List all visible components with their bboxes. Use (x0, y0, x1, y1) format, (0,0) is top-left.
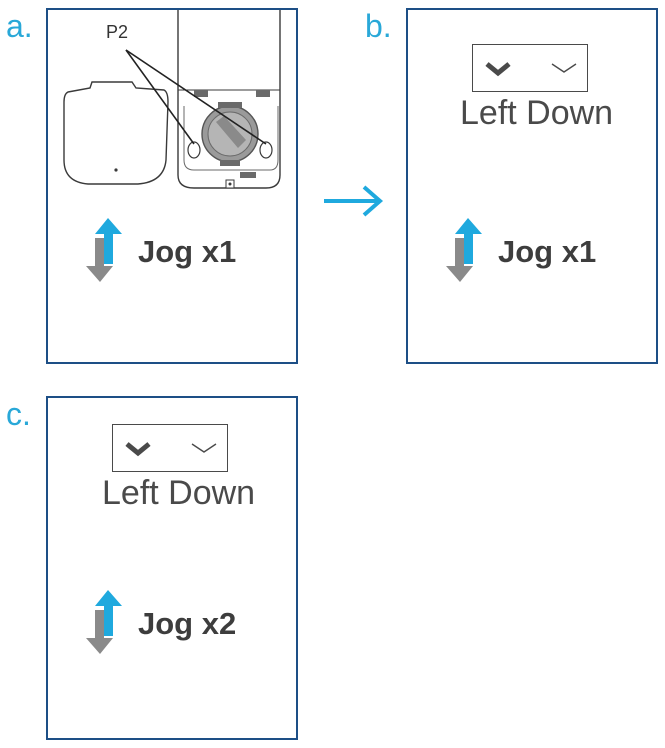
battery-cover (63, 81, 169, 185)
step-b-jog-label: Jog x1 (498, 234, 597, 269)
device-illustration (63, 10, 281, 189)
step-c-letter: c. (6, 396, 31, 432)
step-c-jog-label: Jog x2 (138, 606, 237, 641)
step-a-letter: a. (6, 8, 33, 44)
chevron-down-thin-icon (191, 443, 217, 453)
p2-callout-label: P2 (106, 22, 129, 42)
p2-button-right (259, 141, 273, 159)
step-c-direction-label: Left Down (102, 474, 256, 512)
chevron-down-bold-icon (485, 62, 511, 77)
step-a-panel: P2 Jog x1 (46, 8, 298, 364)
jog-up-down-icon (86, 590, 122, 654)
step-a-jog-label: Jog x1 (138, 234, 237, 269)
step-b-direction-indicator (472, 44, 588, 92)
chevron-down-thin-icon (551, 63, 577, 73)
jog-up-down-icon (446, 218, 482, 282)
step-c-direction-indicator (112, 424, 228, 472)
next-step-arrow-icon (324, 185, 384, 217)
step-b-letter: b. (365, 8, 392, 44)
p2-button-left (187, 141, 201, 159)
step-b-direction-label: Left Down (460, 94, 614, 132)
step-b-panel: Left Down Jog x1 (406, 8, 658, 364)
chevron-down-bold-icon (125, 442, 151, 457)
jog-up-down-icon (86, 218, 122, 282)
step-c-panel: Left Down Jog x2 (46, 396, 298, 740)
